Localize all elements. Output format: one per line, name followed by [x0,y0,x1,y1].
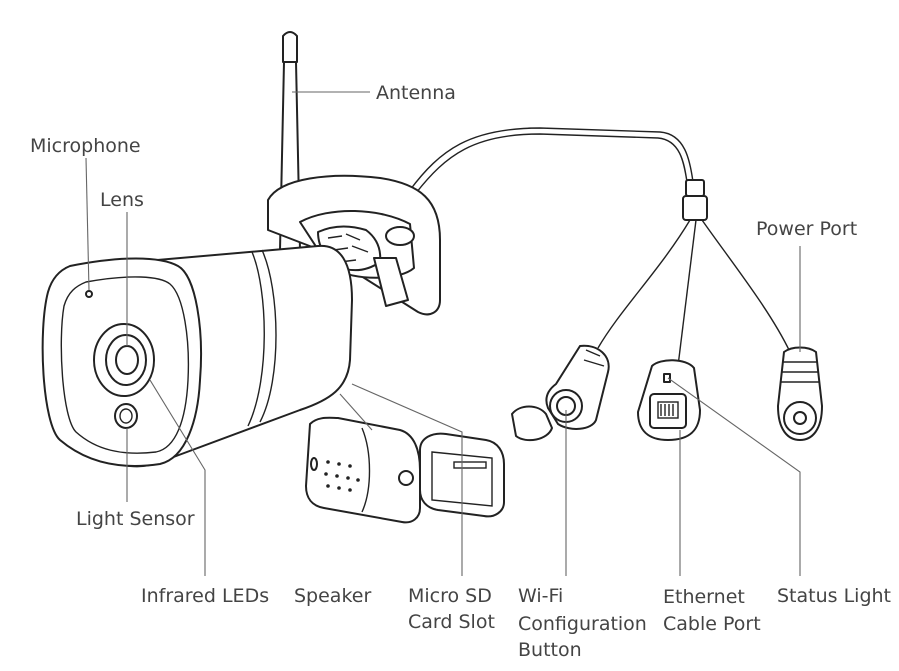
speaker-panel [305,416,421,524]
label-ethernet-line2: Cable Port [663,613,761,635]
ethernet-port-connector [637,359,701,441]
label-wifi-line1: Wi-Fi [518,585,563,607]
label-ethernet-line1: Ethernet [663,586,745,608]
microphone-hole [85,290,93,298]
label-antenna: Antenna [376,82,456,104]
lens [93,323,155,397]
main-cable [409,127,694,191]
label-status-light: Status Light [777,585,891,607]
label-light-sensor: Light Sensor [76,508,195,530]
label-lens: Lens [100,189,144,211]
label-speaker: Speaker [294,585,371,607]
leader-lines [85,91,801,576]
label-power-port: Power Port [756,218,857,240]
label-wifi-line2: Configuration [518,613,647,635]
label-microphone: Microphone [30,135,141,157]
light-sensor [114,403,138,429]
cable-splitter [597,179,791,367]
label-micro-sd-line1: Micro SD [408,585,492,607]
power-port-connector [777,346,823,441]
label-infrared-leds: Infrared LEDs [141,585,269,607]
wifi-button-connector [511,344,610,442]
label-wifi-line3: Button [518,639,582,661]
label-micro-sd-line2: Card Slot [408,611,495,633]
speaker-grille [324,460,360,492]
